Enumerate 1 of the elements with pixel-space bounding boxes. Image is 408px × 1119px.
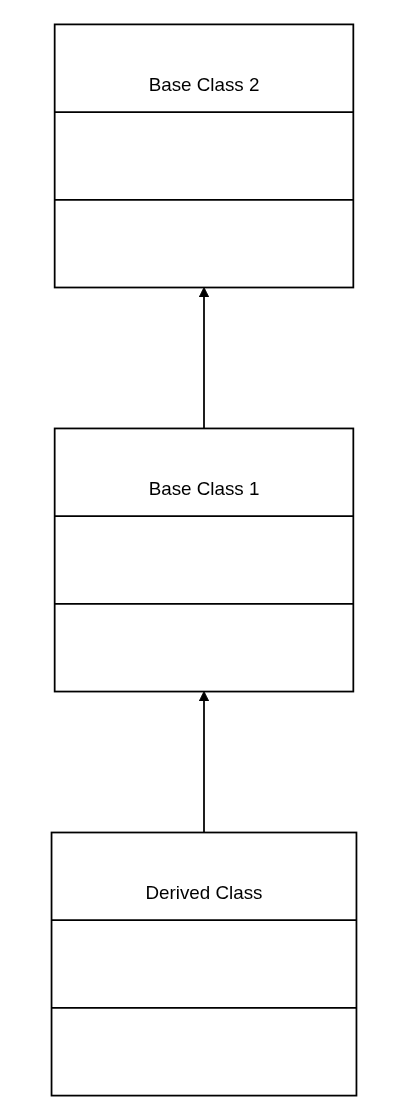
arrow xyxy=(198,286,210,429)
